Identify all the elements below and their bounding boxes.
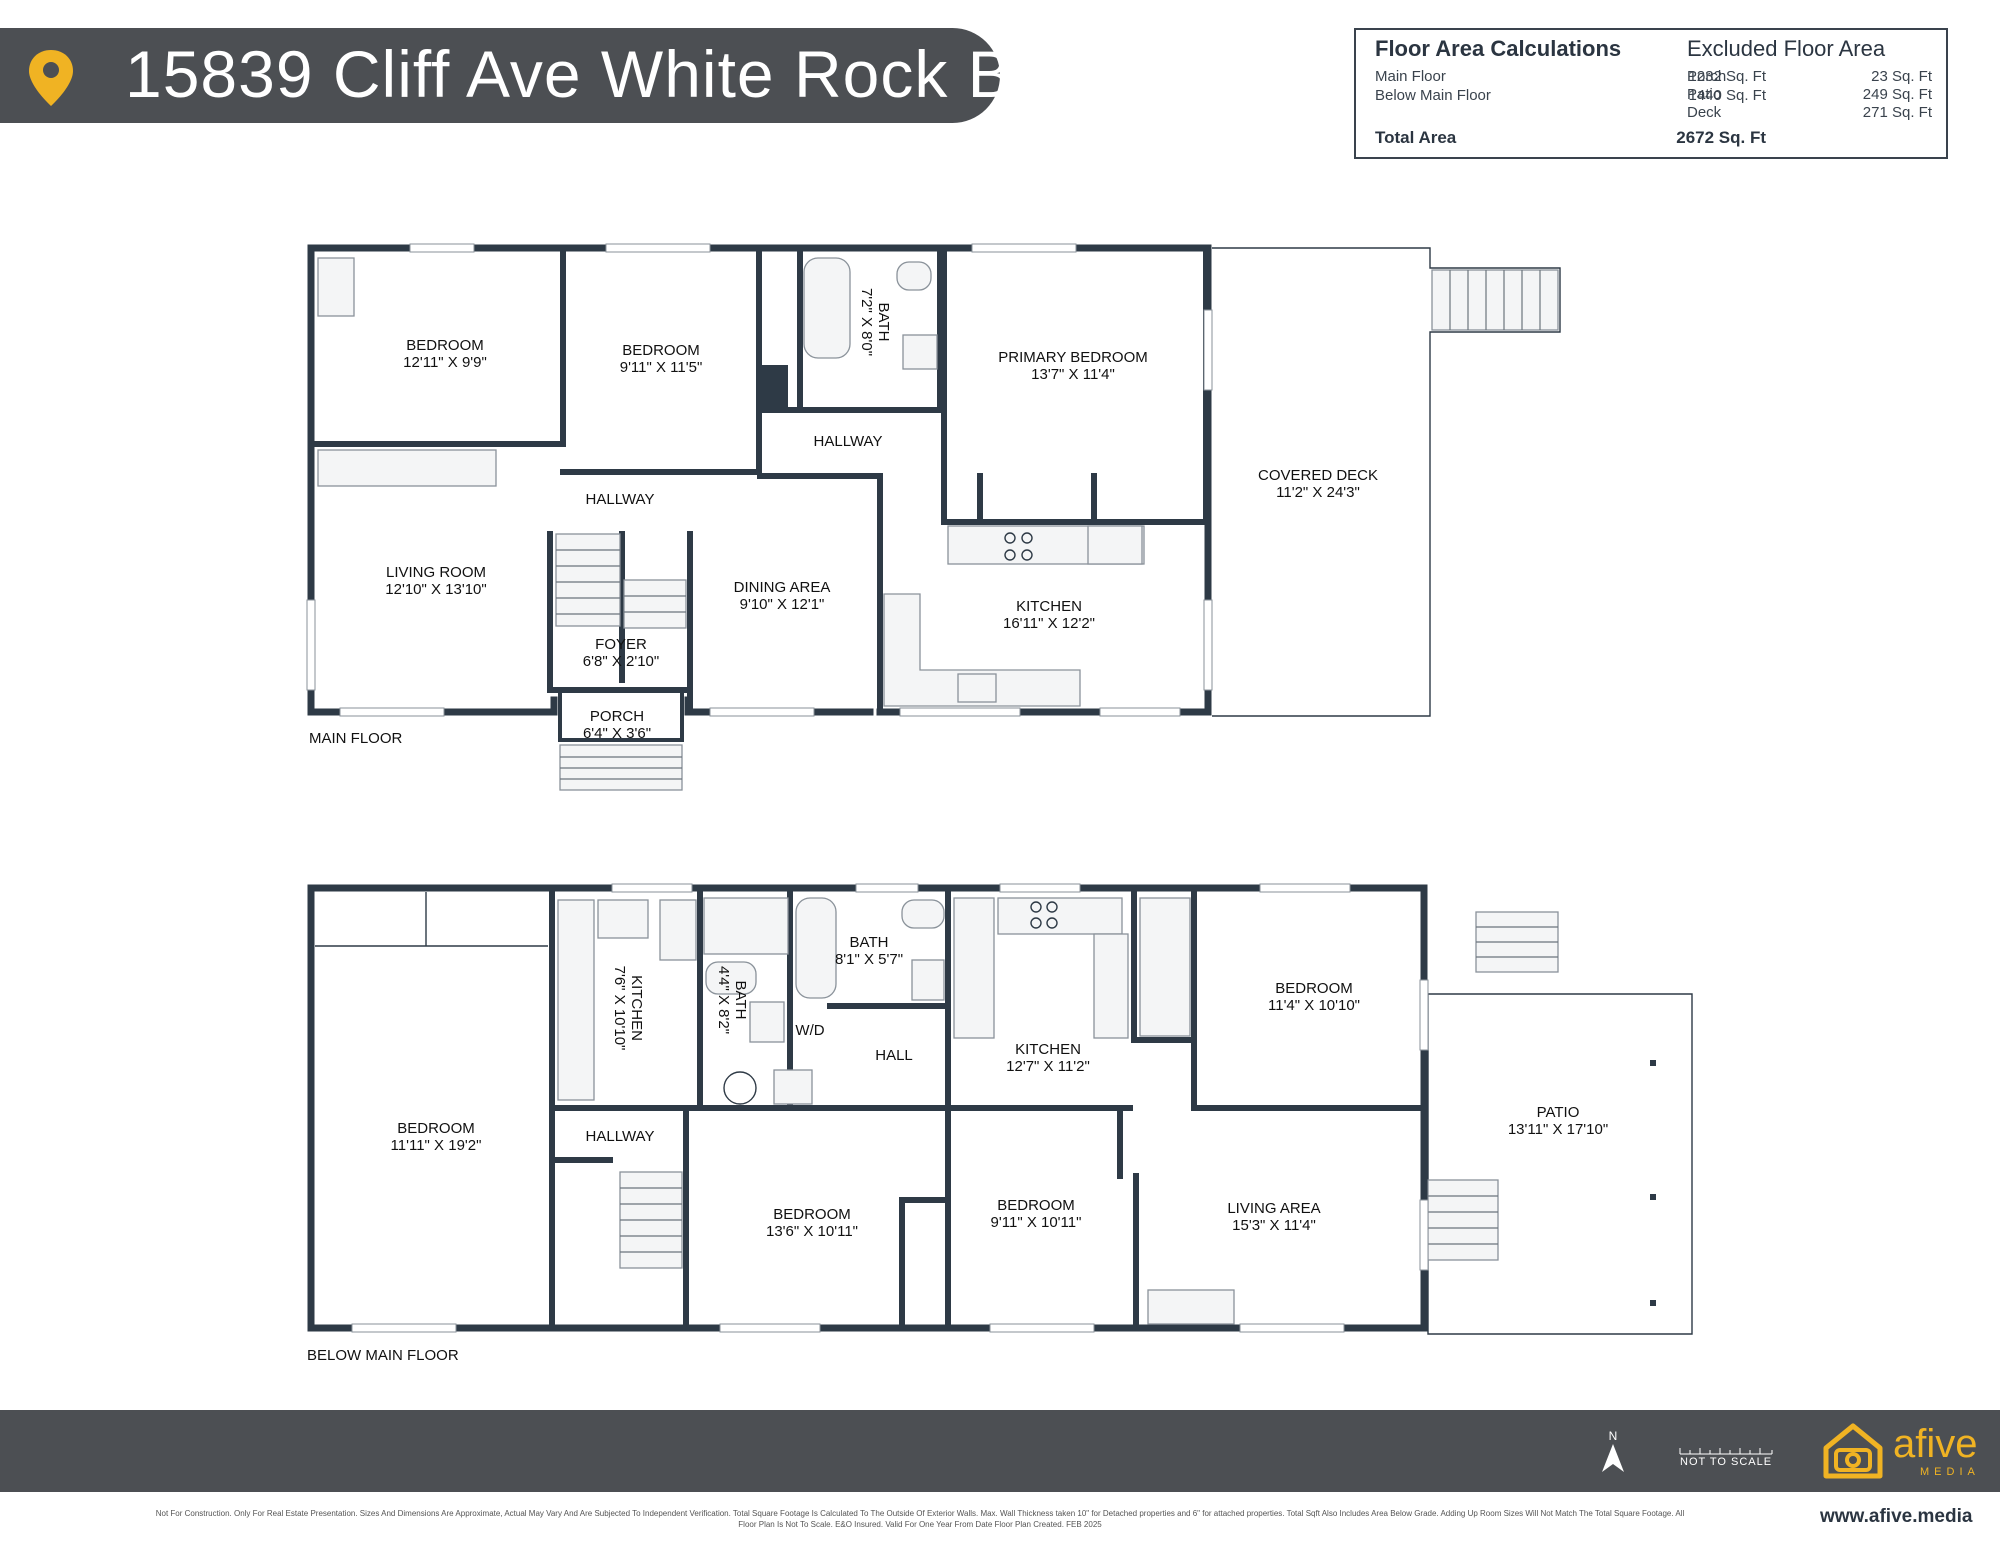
scale-bar-icon [1679, 1448, 1773, 1455]
website-link[interactable]: www.afive.media [1820, 1506, 1973, 1527]
main-floor-plan [306, 243, 1561, 791]
excluded-row-value: 249 Sq. Ft [1862, 86, 1932, 103]
footer-bar [0, 1410, 2000, 1492]
room-label: HALLWAY [585, 491, 655, 508]
excluded-row-label: Deck [1687, 104, 1722, 121]
excluded-row-label: Patio [1687, 86, 1722, 103]
total-area-value: 2672 Sq. Ft [1676, 128, 1766, 147]
area-row-label: Below Main Floor [1375, 87, 1491, 104]
area-row-value: 1440 Sq. Ft [1688, 87, 1766, 104]
room-label: W/D [795, 1022, 825, 1039]
excluded-row-value: 23 Sq. Ft [1871, 68, 1932, 85]
brand-name: afive [1893, 1422, 1978, 1466]
address-banner: 15839 Cliff Ave White Rock BC [0, 28, 1060, 123]
brand-subtitle: MEDIA [1920, 1466, 1980, 1478]
area-row-value: 1232 Sq. Ft [1688, 68, 1766, 85]
disclaimer-text: Not For Construction. Only For Real Esta… [155, 1509, 1685, 1529]
excluded-row-value: 271 Sq. Ft [1862, 104, 1932, 121]
room-label: HALLWAY [585, 1128, 655, 1145]
room-label: HALL [875, 1047, 913, 1064]
main-floor-label: MAIN FLOOR [309, 730, 403, 747]
area-row-label: Main Floor [1375, 68, 1446, 85]
address-title: 15839 Cliff Ave White Rock BC [125, 37, 1062, 111]
total-area-label: Total Area [1375, 128, 1457, 147]
scale-label: NOT TO SCALE [1680, 1456, 1773, 1468]
excluded-row-label: Porch [1687, 68, 1727, 85]
below-floor-plan [307, 883, 1693, 1335]
floor-area-calculations: Floor Area Calculations Main Floor 1232 … [1354, 28, 1948, 159]
location-pin-icon [29, 50, 73, 106]
room-label: HALLWAY [813, 433, 883, 450]
north-label: N [1609, 1429, 1618, 1443]
afive-logo-icon [1823, 1423, 1883, 1479]
area-title: Floor Area Calculations [1375, 36, 1622, 61]
excluded-title: Excluded Floor Area [1687, 36, 1886, 61]
below-floor-label: BELOW MAIN FLOOR [307, 1347, 459, 1364]
north-arrow-icon: N [1602, 1429, 1624, 1472]
